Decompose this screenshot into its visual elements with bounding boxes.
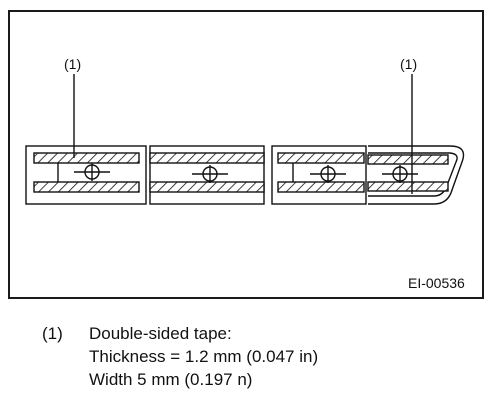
legend-width: Width 5 mm (0.197 n) (89, 370, 253, 389)
fastener-symbol-2 (192, 165, 228, 183)
legend: (1) Double-sided tape: Thickness = 1.2 m… (42, 322, 318, 391)
tape-segment-2 (149, 145, 265, 205)
legend-number: (1) (42, 324, 63, 343)
fastener-symbol-1 (74, 163, 110, 181)
legend-thickness: Thickness = 1.2 mm (0.047 in) (89, 347, 319, 366)
legend-item-title: Double-sided tape: (89, 324, 232, 343)
legend-row: (1) Double-sided tape: (42, 322, 318, 345)
tape-section-diagram: (1) (1) EI-00536 (25, 56, 465, 291)
tape-segment-1 (25, 145, 147, 205)
callout-label-2: (1) (400, 56, 417, 72)
tape-segment-4 (367, 145, 465, 205)
figure-code: EI-00536 (408, 275, 465, 291)
tape-segment-3 (271, 145, 367, 205)
fastener-symbol-3 (310, 165, 346, 183)
callout-label-1: (1) (64, 56, 81, 72)
figure-frame: (1) (1) EI-00536 (8, 10, 484, 299)
